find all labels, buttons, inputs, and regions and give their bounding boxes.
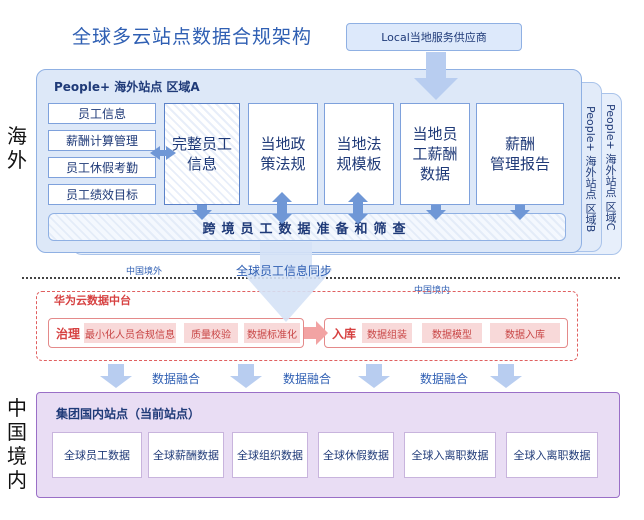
card-line: 薪酬 — [504, 135, 535, 153]
card-line: 工薪酬 — [412, 145, 458, 163]
arrow-double-vertical — [348, 192, 368, 224]
arrow-card-down — [426, 205, 446, 220]
group-item: 全球员工数据 — [52, 432, 142, 478]
arrow-card-down — [192, 205, 212, 220]
fusion-label: 数据融合 — [152, 372, 201, 386]
arrow-fusion — [230, 364, 262, 388]
governance-chip: 质量校验 — [184, 323, 238, 343]
card-line: 策法规 — [260, 155, 306, 173]
card-line: 管理报告 — [489, 155, 550, 173]
overseas-char: 外 — [7, 148, 27, 172]
legal-template-card: 当地法规模板 — [324, 103, 394, 205]
arrow-double-vertical — [272, 192, 292, 224]
card-line: 信息 — [186, 155, 217, 173]
local-provider-box: Local当地服务供应商 — [346, 23, 522, 51]
arrow-gov-to-ingest — [304, 321, 328, 345]
card-line: 完整员工 — [171, 135, 232, 153]
group-item: 全球休假数据 — [318, 432, 394, 478]
governance-chip: 最小化人员合规信息 — [84, 323, 176, 343]
card-line: 当地员 — [412, 125, 458, 143]
overseas-side-label: 海 外 — [6, 124, 28, 172]
huawei-title: 华为云数据中台 — [54, 294, 131, 307]
china-side-label: 中 国 境 内 — [6, 396, 28, 492]
salary-calc-item: 薪酬计算管理 — [48, 130, 156, 151]
complete-employee-info-card: 完整员工信息 — [164, 103, 240, 205]
region-b-label: People+ 海外站点 区域B — [584, 106, 597, 233]
card-line: 数据 — [419, 165, 450, 183]
local-policy-card: 当地政策法规 — [248, 103, 318, 205]
arrow-card-down — [510, 205, 530, 220]
fusion-label: 数据融合 — [420, 372, 469, 386]
card-line: 当地政 — [260, 135, 306, 153]
governance-chip: 数据标准化 — [244, 323, 300, 343]
global-sync-label: 全球员工信息同步 — [236, 264, 333, 278]
governance-label: 治理 — [56, 327, 81, 341]
arrow-fusion — [358, 364, 390, 388]
arrow-local-down — [414, 52, 458, 100]
diagram-title: 全球多云站点数据合规架构 — [72, 26, 313, 48]
leave-attendance-item: 员工休假考勤 — [48, 157, 156, 178]
ingest-chip: 数据入库 — [490, 323, 560, 343]
region-a-title: People+ 海外站点 区域A — [54, 80, 200, 94]
region-c-label: People+ 海外站点 区域C — [604, 104, 617, 231]
arrow-list-to-card — [150, 146, 176, 160]
group-item: 全球入离职数据 — [506, 432, 598, 478]
salary-report-card: 薪酬管理报告 — [476, 103, 564, 205]
performance-goal-item: 员工绩效目标 — [48, 184, 156, 205]
group-title: 集团国内站点（当前站点） — [56, 407, 201, 421]
group-item: 全球薪酬数据 — [148, 432, 224, 478]
arrow-global-sync — [240, 242, 332, 322]
china-char: 境 — [7, 444, 27, 468]
card-line: 规模板 — [336, 155, 382, 173]
group-item: 全球入离职数据 — [404, 432, 496, 478]
outside-china-label: 中国境外 — [126, 267, 163, 277]
arrow-fusion — [490, 364, 522, 388]
arrow-fusion — [100, 364, 132, 388]
employee-info-item: 员工信息 — [48, 103, 156, 124]
ingest-chip: 数据模型 — [422, 323, 482, 343]
ingest-chip: 数据组装 — [362, 323, 412, 343]
china-char: 国 — [7, 420, 27, 444]
ingest-label: 入库 — [332, 327, 357, 341]
china-char: 内 — [7, 468, 27, 492]
local-salary-card: 当地员工薪酬数据 — [400, 103, 470, 205]
group-item: 全球组织数据 — [232, 432, 308, 478]
overseas-char: 海 — [7, 124, 27, 148]
china-char: 中 — [7, 396, 27, 420]
card-line: 当地法 — [336, 135, 382, 153]
cross-border-bar: 跨境员工数据准备和筛查 — [48, 213, 566, 241]
fusion-label: 数据融合 — [283, 372, 332, 386]
